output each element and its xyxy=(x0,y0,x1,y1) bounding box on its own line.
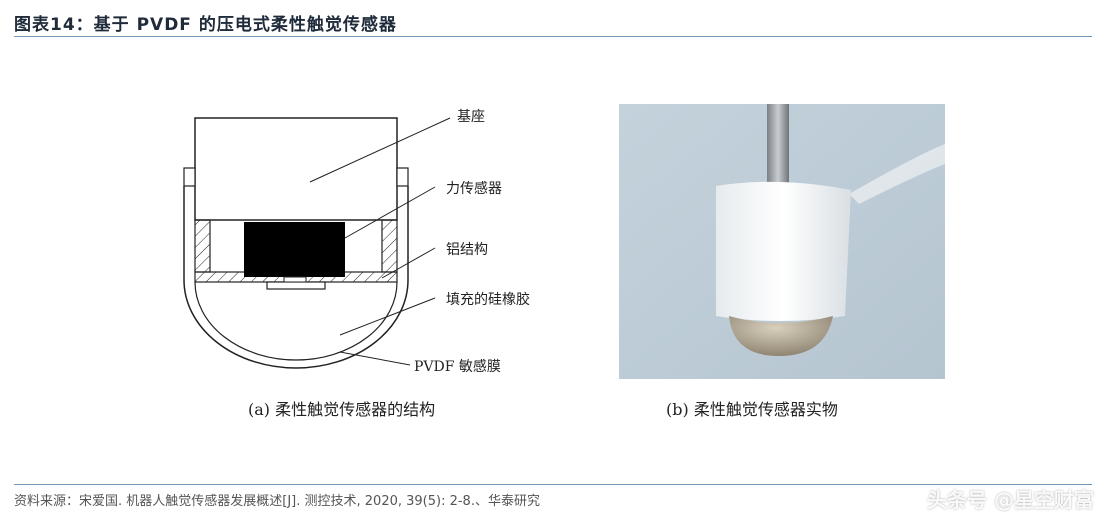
sensor-foot xyxy=(266,281,326,290)
sensor-photo xyxy=(619,104,945,379)
leader-silicone xyxy=(339,297,436,336)
watermark: 头条号 @星空财富 xyxy=(927,488,1094,512)
photo-cylinder xyxy=(716,181,851,321)
force-sensor-block xyxy=(244,222,345,277)
label-aluminum: 铝结构 xyxy=(446,242,488,258)
source-divider xyxy=(14,484,1092,485)
label-force-sensor: 力传感器 xyxy=(446,181,502,197)
title-divider xyxy=(14,36,1092,37)
source-note: 资料来源：宋爱国. 机器人触觉传感器发展概述[J]. 测控技术, 2020, 3… xyxy=(14,494,540,509)
label-base: 基座 xyxy=(457,109,485,125)
caption-b: (b) 柔性触觉传感器实物 xyxy=(666,400,838,419)
photo-cable xyxy=(849,144,945,204)
label-silicone: 填充的硅橡胶 xyxy=(446,292,530,308)
sensor-stem xyxy=(283,276,307,283)
right-post xyxy=(396,167,409,187)
photo-dome xyxy=(729,316,833,356)
left-post xyxy=(183,167,196,187)
leader-pvdf xyxy=(339,351,411,366)
sensor-structure-diagram xyxy=(183,117,451,369)
aluminum-left-wall xyxy=(194,219,211,273)
leader-force-sensor xyxy=(344,186,436,239)
pvdf-film-outline xyxy=(183,186,409,369)
caption-a: (a) 柔性触觉传感器的结构 xyxy=(248,400,436,419)
aluminum-right-wall xyxy=(381,219,398,273)
photo-rod xyxy=(767,104,789,190)
leader-aluminum xyxy=(381,247,436,279)
leader-base xyxy=(309,117,451,183)
label-pvdf: PVDF 敏感膜 xyxy=(414,359,501,375)
figure-title: 图表14：基于 PVDF 的压电式柔性触觉传感器 xyxy=(14,15,397,35)
base-block xyxy=(194,117,398,221)
